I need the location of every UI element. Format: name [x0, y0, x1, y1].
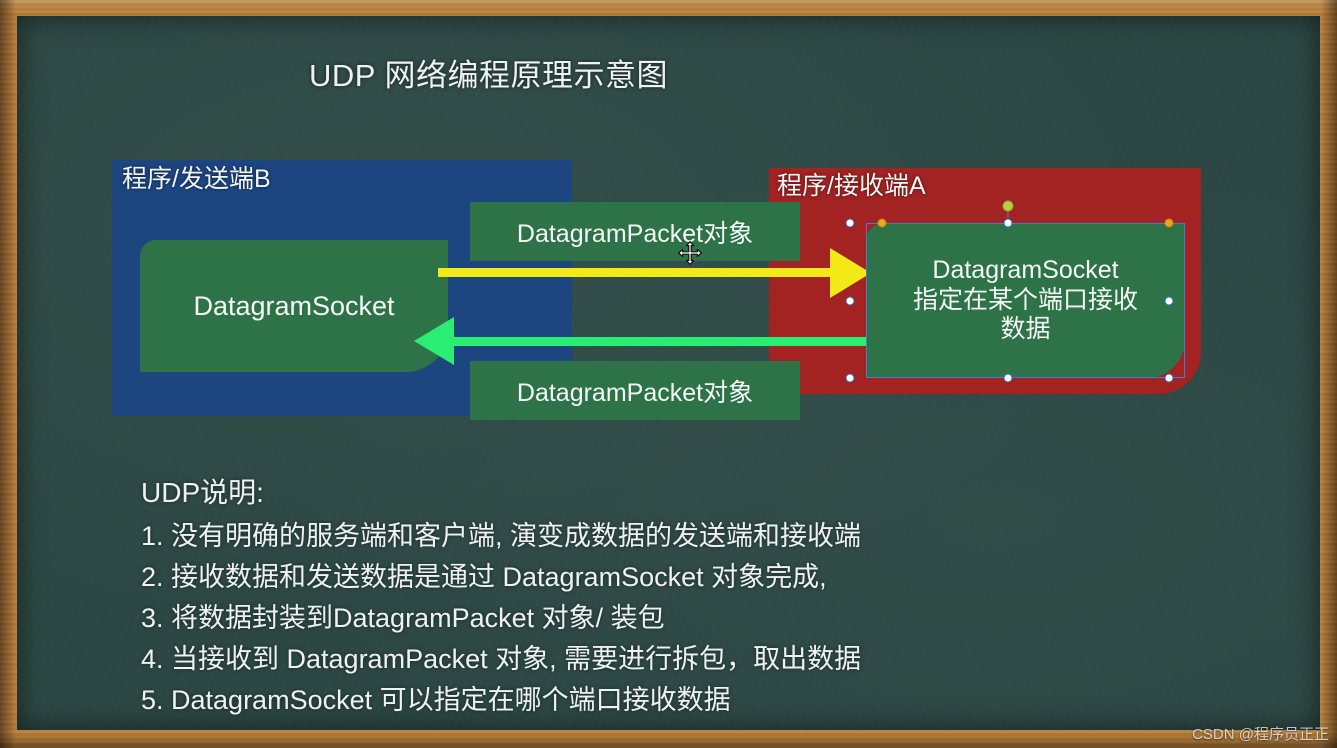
receiver-datagram-socket-line2: 指定在某个端口接收	[912, 285, 1138, 314]
datagram-packet-bottom-shape[interactable]: DatagramPacket对象	[470, 361, 800, 420]
receiver-datagram-socket-line3: 数据	[1000, 315, 1051, 344]
udp-note-item-5: 5. DatagramSocket 可以指定在哪个端口接收数据	[141, 685, 731, 716]
resize-handle-top-center[interactable]	[1003, 218, 1013, 228]
rotation-handle-stem	[1007, 207, 1009, 223]
datagram-packet-top-shape[interactable]: DatagramPacket对象	[470, 202, 800, 261]
udp-notes-heading: UDP说明:	[141, 477, 264, 508]
datagram-packet-bottom-label: DatagramPacket对象	[516, 378, 754, 407]
page-title: UDP 网络编程原理示意图	[309, 58, 669, 93]
receiver-datagram-socket-line1: DatagramSocket	[932, 256, 1119, 285]
resize-handle-top-left[interactable]	[845, 218, 855, 228]
receiver-panel-label: 程序/接收端A	[777, 172, 926, 200]
resize-handle-bottom-right[interactable]	[1164, 373, 1174, 383]
udp-note-item-3: 3. 将数据封装到DatagramPacket 对象/ 装包	[141, 603, 665, 634]
udp-notes-block: UDP说明: 1. 没有明确的服务端和客户端, 演变成数据的发送端和接收端 2.…	[141, 471, 861, 721]
watermark: CSDN @程序员正正	[1192, 726, 1329, 743]
receive-arrow-shaft	[436, 337, 866, 346]
chalkboard-canvas: UDP 网络编程原理示意图 程序/发送端B 程序/接收端A DatagramSo…	[17, 16, 1320, 730]
datagram-packet-top-label: DatagramPacket对象	[516, 219, 754, 248]
udp-note-item-1: 1. 没有明确的服务端和客户端, 演变成数据的发送端和接收端	[141, 521, 862, 551]
sender-datagram-socket-shape[interactable]: DatagramSocket	[140, 240, 448, 372]
send-arrow-head	[830, 248, 871, 298]
resize-handle-bottom-left[interactable]	[845, 373, 855, 383]
rotate-handle[interactable]	[1002, 200, 1014, 212]
resize-handle-bottom-center[interactable]	[1003, 373, 1013, 383]
receiver-datagram-socket-shape[interactable]: DatagramSocket 指定在某个端口接收 数据	[866, 223, 1185, 378]
sender-panel-label: 程序/发送端B	[122, 165, 271, 193]
udp-note-item-4: 4. 当接收到 DatagramPacket 对象, 需要进行拆包，取出数据	[141, 644, 862, 675]
corner-adjust-handle-right[interactable]	[1164, 218, 1174, 228]
sender-datagram-socket-label: DatagramSocket	[193, 290, 395, 321]
corner-adjust-handle-left[interactable]	[877, 218, 887, 228]
send-arrow-shaft	[438, 268, 858, 277]
resize-handle-middle-right[interactable]	[1164, 296, 1174, 306]
receive-arrow-head	[414, 317, 454, 365]
udp-note-item-2: 2. 接收数据和发送数据是通过 DatagramSocket 对象完成,	[141, 562, 827, 593]
resize-handle-middle-left[interactable]	[845, 296, 855, 306]
